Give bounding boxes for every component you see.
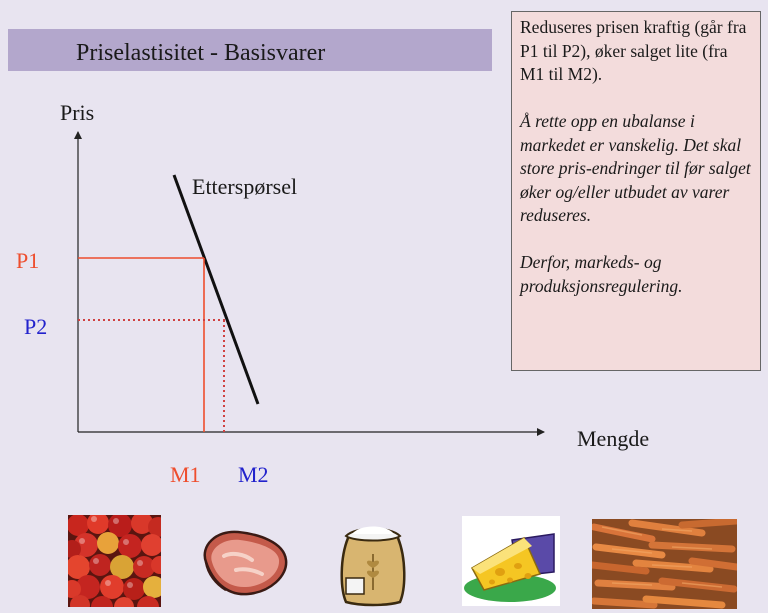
explanation-paragraph-1: Reduseres prisen kraftig (går fra P1 til…	[520, 17, 747, 84]
meat-image	[203, 530, 288, 596]
explanation-box: Reduseres prisen kraftig (går fra P1 til…	[511, 11, 761, 371]
p1-label: P1	[16, 248, 40, 273]
explanation-paragraph-3: Derfor, markeds- og produksjonsregulerin…	[520, 252, 683, 296]
title-bar	[8, 29, 492, 71]
x-axis-label: Mengde	[577, 426, 650, 451]
p2-label: P2	[24, 314, 48, 339]
y-axis-label: Pris	[60, 100, 95, 125]
flour-sack-image	[340, 526, 406, 607]
explanation-paragraph-2: Å rette opp en ubalanse i markedet er va…	[520, 111, 751, 225]
demand-curve	[172, 174, 260, 405]
carrots-image	[592, 519, 737, 609]
cheese-image	[462, 516, 560, 606]
m1-label: M1	[170, 462, 201, 487]
slide-title: Priselastisitet - Basisvarer	[76, 40, 326, 66]
demand-curve-label: Etterspørsel	[192, 174, 298, 199]
m2-label: M2	[238, 462, 269, 487]
apples-image	[68, 515, 161, 607]
